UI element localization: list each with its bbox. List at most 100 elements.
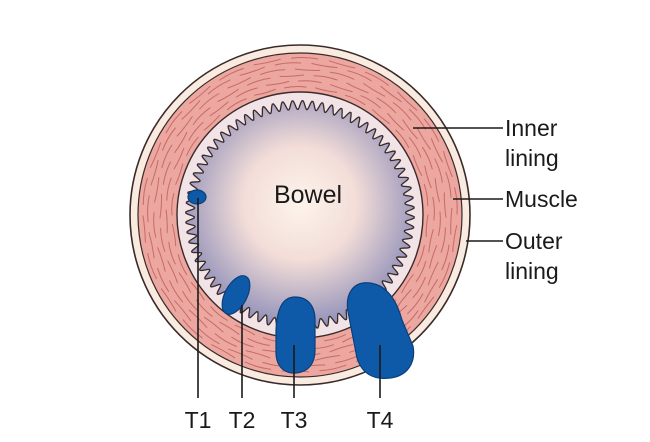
muscle-fiber (239, 66, 265, 76)
muscle-fiber (207, 79, 231, 95)
muscle-fiber (313, 75, 338, 81)
muscle-fiber (438, 211, 441, 237)
muscle-fiber (402, 119, 418, 140)
muscle-fiber (226, 98, 247, 111)
muscle-fiber (247, 77, 271, 86)
outer-lining-label-line-2: lining (505, 258, 559, 284)
muscle-fiber (347, 70, 372, 82)
muscle-fiber (142, 177, 148, 205)
muscle-fiber (165, 111, 183, 134)
stage-label-t1: T1 (185, 407, 212, 433)
muscle-fiber (157, 267, 170, 292)
muscle-fiber (169, 280, 184, 303)
inner-lining-label-line-1: Inner (505, 115, 558, 141)
muscle-fiber (363, 83, 386, 97)
muscle-fiber (203, 316, 224, 333)
muscle-fiber (450, 207, 453, 235)
muscle-fiber (429, 245, 438, 269)
muscle-fiber (209, 101, 229, 117)
muscle-fiber (182, 290, 198, 311)
muscle-fiber (294, 68, 321, 71)
muscle-fiber (142, 215, 146, 243)
muscle-fiber (329, 344, 353, 353)
muscle-fiber (253, 58, 281, 66)
muscle-fiber (234, 324, 256, 336)
muscle-fiber (260, 69, 286, 75)
muscle-fiber (153, 212, 157, 238)
tumour-t4 (346, 282, 415, 379)
muscle-fiber (199, 93, 220, 110)
muscle-fiber (360, 95, 381, 109)
inner-lining-label-line-2: lining (505, 145, 559, 171)
muscle-fiber (422, 146, 433, 170)
muscle-fiber (443, 151, 453, 177)
muscle-fiber (314, 355, 340, 361)
muscle-fiber (423, 183, 429, 207)
muscle-fiber (328, 60, 356, 69)
muscle-fiber (247, 337, 270, 346)
muscle-fiber (319, 364, 347, 372)
muscle-fiber (175, 163, 184, 185)
muscle-fiber (441, 244, 450, 271)
muscle-fiber (254, 88, 276, 96)
muscle-fiber (364, 71, 389, 86)
muscle-fiber (344, 94, 366, 106)
muscle-fiber (174, 131, 188, 154)
muscle-fiber (210, 306, 228, 321)
muscle-fiber (395, 129, 410, 148)
muscle-fiber (424, 279, 438, 303)
muscle-fiber (171, 193, 175, 216)
muscle-fiber (372, 109, 390, 124)
muscle-fiber (188, 121, 204, 141)
muscle-fiber (279, 74, 305, 77)
muscle-fiber (219, 68, 244, 81)
muscle-fiber (330, 84, 353, 93)
muscle-fiber (266, 81, 290, 86)
muscle-fiber (181, 100, 201, 120)
muscle-fiber (182, 319, 203, 339)
muscle-fiber (416, 127, 431, 150)
muscle-fiber (396, 289, 412, 309)
muscle-fiber (171, 223, 177, 247)
stage-label-t4: T4 (367, 407, 394, 433)
muscle-fiber (412, 276, 426, 299)
muscle-fiber (452, 225, 458, 253)
muscle-fiber (157, 247, 166, 272)
muscle-fiber (415, 260, 427, 283)
muscle-fiber (284, 86, 307, 89)
muscle-fiber (408, 137, 422, 158)
muscle-fiber (274, 62, 302, 66)
muscle-fiber (311, 63, 338, 69)
muscle-fiber (168, 241, 176, 265)
muscle-fiber (397, 91, 418, 111)
muscle-fiber (298, 80, 322, 84)
muscle-fiber (217, 88, 239, 102)
muscle-fiber (189, 85, 211, 104)
muscle-fiber (186, 136, 199, 156)
tumour-t3 (275, 296, 316, 374)
muscle-fiber (167, 260, 178, 284)
muscle-fiber (423, 118, 440, 142)
muscle-fiber (165, 209, 168, 234)
tumour-t2 (221, 275, 251, 315)
muscle-fiber (245, 350, 271, 359)
muscle-fiber (160, 288, 177, 312)
muscle-fiber (407, 293, 424, 314)
muscle-fiber (291, 57, 319, 60)
muscle-fiber (162, 161, 171, 185)
muscle-fiber (148, 232, 155, 259)
muscle-fiber (214, 333, 237, 347)
muscle-fiber (174, 300, 192, 322)
muscle-fiber (203, 114, 221, 131)
muscle-fiber (434, 178, 440, 203)
muscle-fiber (166, 177, 172, 201)
muscle-fiber (443, 192, 447, 218)
muscle-fiber (161, 144, 173, 169)
muscle-fiber (427, 261, 439, 286)
muscle-fiber (192, 107, 211, 125)
muscle-fiber (445, 171, 452, 198)
bowel-label: Bowel (274, 181, 342, 209)
muscle-fiber (198, 327, 220, 345)
muscle-fiber (434, 158, 443, 183)
